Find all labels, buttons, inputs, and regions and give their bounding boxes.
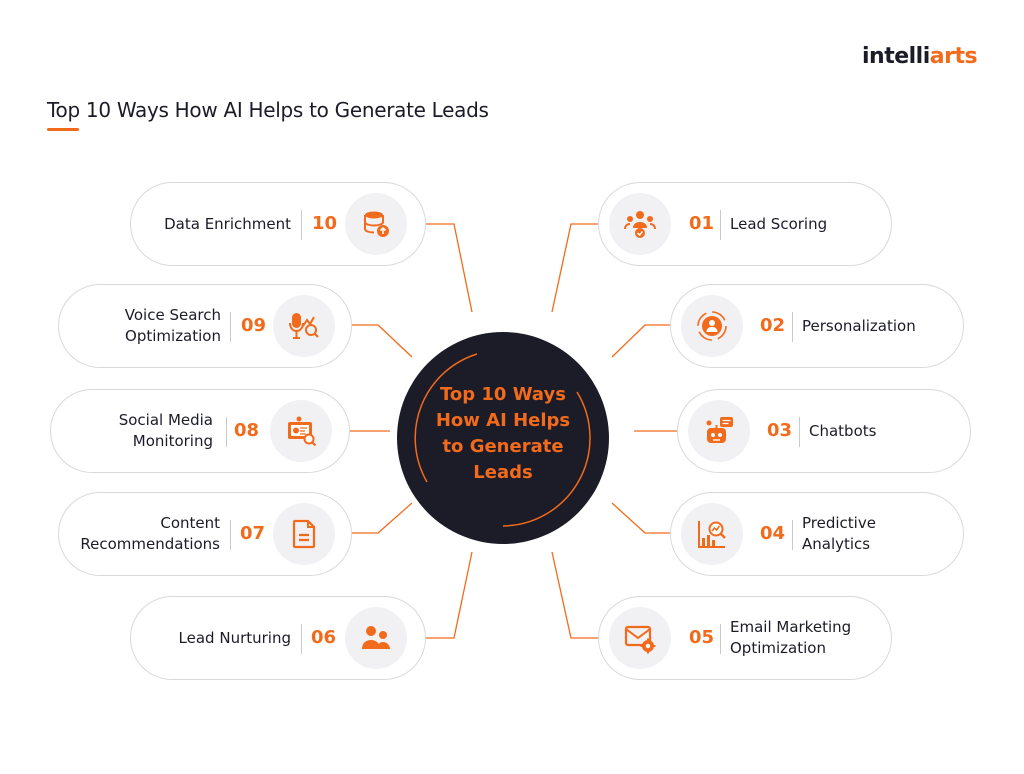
item-label: Personalization	[802, 316, 916, 335]
center-hub: Top 10 Ways How AI Helps to Generate Lea…	[397, 332, 609, 544]
item-icon-circle	[345, 607, 407, 669]
group-rating-icon	[624, 211, 656, 238]
connector-05	[551, 551, 598, 639]
item-separator	[301, 624, 302, 654]
item-chatbots: 03 Chatbots	[677, 389, 971, 473]
database-upload-icon	[364, 211, 389, 237]
item-icon-circle	[273, 295, 335, 357]
item-number: 02	[760, 315, 786, 336]
hub-title: Top 10 Ways How AI Helps to Generate Lea…	[417, 382, 589, 486]
connector-02	[611, 324, 670, 358]
brand-logo-accent: arts	[929, 44, 978, 69]
connector-06	[426, 551, 473, 639]
item-icon-circle	[681, 295, 743, 357]
chatbot-icon	[706, 417, 733, 443]
item-personalization: 02 Personalization	[670, 284, 964, 368]
item-number: 09	[241, 315, 267, 336]
item-number: 06	[311, 627, 337, 648]
connector-04	[611, 502, 670, 534]
item-label: Chatbots	[809, 421, 877, 440]
hub-line: Top 10 Ways	[440, 384, 566, 405]
microphone-analytics-icon	[289, 313, 319, 339]
item-data-enrichment: Data Enrichment 10	[130, 182, 426, 266]
item-label: Data Enrichment	[164, 214, 291, 233]
people-icon	[362, 626, 390, 649]
email-gear-icon	[624, 625, 656, 654]
item-icon-circle	[609, 607, 671, 669]
item-icon-circle	[345, 193, 407, 255]
connector-10	[426, 223, 473, 313]
item-number: 10	[312, 213, 338, 234]
brand-logo-prefix: intelli	[862, 44, 930, 69]
item-separator	[799, 417, 800, 447]
item-separator	[720, 624, 721, 654]
item-number: 08	[234, 420, 260, 441]
analytics-chart-icon	[698, 521, 726, 548]
item-separator	[230, 312, 231, 342]
item-separator	[792, 312, 793, 342]
item-number: 07	[240, 523, 266, 544]
connector-09	[352, 324, 413, 358]
item-number: 03	[767, 420, 793, 441]
document-icon	[292, 519, 316, 549]
brand-logo: intelliarts	[862, 44, 978, 69]
item-number: 01	[689, 213, 715, 234]
page-title: Top 10 Ways How AI Helps to Generate Lea…	[47, 98, 489, 122]
item-icon-circle	[681, 503, 743, 565]
item-number: 05	[689, 627, 715, 648]
item-label: Lead Nurturing	[178, 628, 291, 647]
item-lead-nurturing: Lead Nurturing 06	[130, 596, 426, 680]
item-separator	[301, 210, 302, 240]
item-icon-circle	[688, 400, 750, 462]
item-number: 04	[760, 523, 786, 544]
social-monitor-icon	[288, 416, 317, 447]
item-separator	[230, 520, 231, 550]
connector-07	[352, 502, 413, 534]
item-label: Lead Scoring	[730, 214, 828, 233]
hub-line: Leads	[473, 462, 533, 483]
item-lead-scoring: 01 Lead Scoring	[598, 182, 892, 266]
item-separator	[226, 417, 227, 447]
connector-01	[551, 223, 598, 313]
title-underline	[47, 128, 79, 131]
hub-line: How AI Helps	[435, 410, 571, 431]
item-separator	[720, 210, 721, 240]
item-icon-circle	[270, 400, 332, 462]
item-icon-circle	[273, 503, 335, 565]
item-separator	[792, 520, 793, 550]
hub-line: to Generate	[442, 436, 564, 457]
item-icon-circle	[609, 193, 671, 255]
target-person-icon	[697, 311, 727, 341]
hub-ring	[414, 353, 591, 527]
